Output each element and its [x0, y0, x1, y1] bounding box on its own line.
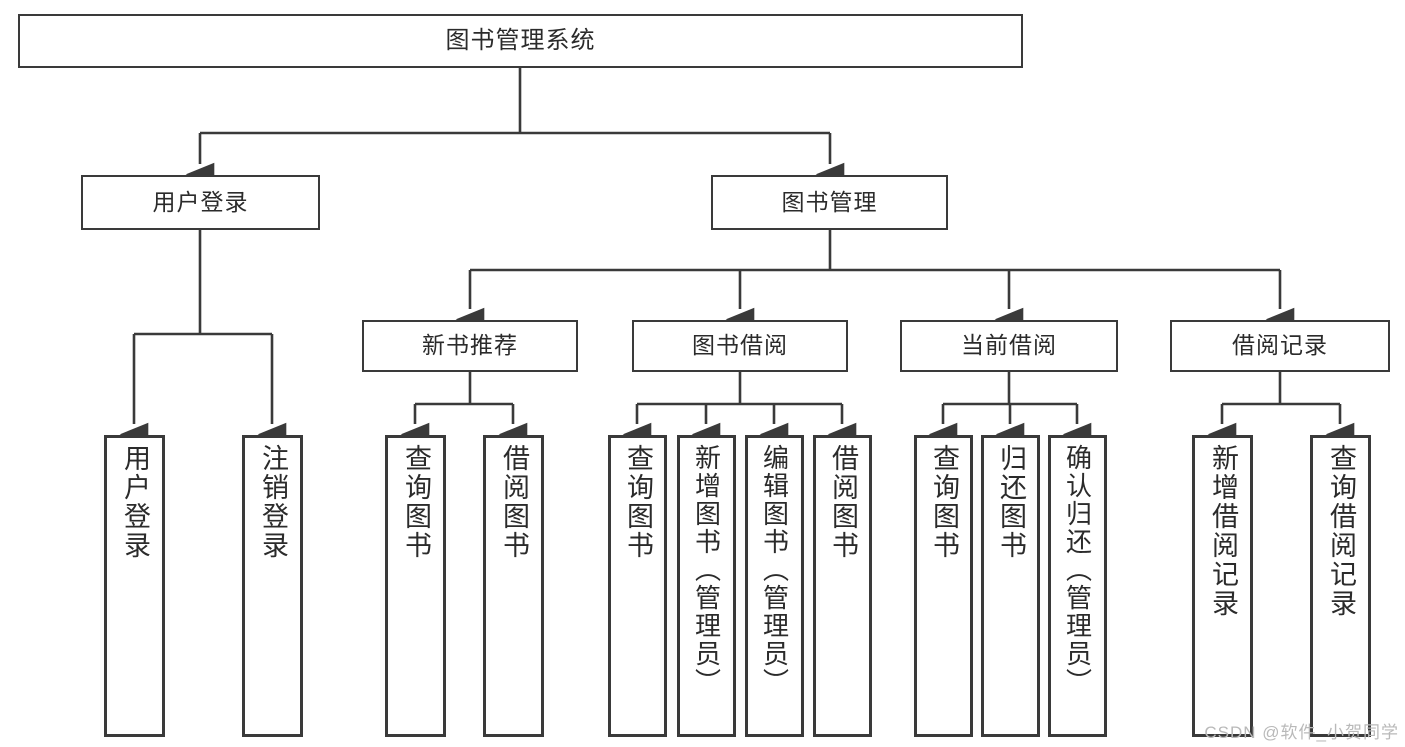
- node-label: 新书推荐: [422, 332, 518, 359]
- node-borrow-record[interactable]: 借阅记录: [1170, 320, 1390, 372]
- leaf-current-confirm-return-admin[interactable]: 确认归还（管理员）: [1048, 435, 1107, 737]
- node-label: 借阅图书: [828, 444, 858, 560]
- node-label: 新增图书（管理员）: [691, 444, 722, 696]
- node-label: 归还图书: [996, 444, 1026, 560]
- leaf-recommend-borrow-book[interactable]: 借阅图书: [483, 435, 544, 737]
- node-label: 图书管理: [781, 188, 878, 215]
- node-label: 查询图书: [929, 444, 959, 560]
- node-label: 确认归还（管理员）: [1062, 444, 1093, 696]
- leaf-record-add-record[interactable]: 新增借阅记录: [1192, 435, 1253, 737]
- node-current-borrow[interactable]: 当前借阅: [900, 320, 1118, 372]
- node-root-system[interactable]: 图书管理系统: [18, 14, 1023, 68]
- leaf-borrow-edit-book-admin[interactable]: 编辑图书（管理员）: [745, 435, 804, 737]
- node-label: 图书管理系统: [445, 26, 596, 54]
- node-new-book-recommend[interactable]: 新书推荐: [362, 320, 578, 372]
- node-label: 用户登录: [120, 444, 150, 560]
- node-user-login[interactable]: 用户登录: [81, 175, 320, 230]
- leaf-user-login-logout[interactable]: 注销登录: [242, 435, 303, 737]
- node-label: 图书借阅: [692, 332, 788, 359]
- node-label: 查询图书: [401, 444, 431, 560]
- leaf-user-login-login[interactable]: 用户登录: [104, 435, 165, 737]
- leaf-current-query-book[interactable]: 查询图书: [914, 435, 973, 737]
- leaf-borrow-borrow-book[interactable]: 借阅图书: [813, 435, 872, 737]
- node-label: 新增借阅记录: [1208, 444, 1238, 618]
- node-book-borrow[interactable]: 图书借阅: [632, 320, 848, 372]
- node-label: 借阅记录: [1232, 332, 1328, 359]
- node-label: 当前借阅: [961, 332, 1057, 359]
- node-label: 查询借阅记录: [1326, 444, 1356, 618]
- leaf-record-query-record[interactable]: 查询借阅记录: [1310, 435, 1371, 737]
- node-label: 借阅图书: [499, 444, 529, 560]
- node-label: 查询图书: [623, 444, 653, 560]
- leaf-current-return-book[interactable]: 归还图书: [981, 435, 1040, 737]
- node-label: 用户登录: [152, 188, 249, 215]
- node-book-management[interactable]: 图书管理: [711, 175, 948, 230]
- node-label: 编辑图书（管理员）: [759, 444, 790, 696]
- leaf-borrow-query-book[interactable]: 查询图书: [608, 435, 667, 737]
- node-label: 注销登录: [258, 444, 288, 560]
- leaf-recommend-query-book[interactable]: 查询图书: [385, 435, 446, 737]
- watermark: CSDN @软件_小贺同学: [1204, 723, 1399, 742]
- leaf-borrow-add-book-admin[interactable]: 新增图书（管理员）: [677, 435, 736, 737]
